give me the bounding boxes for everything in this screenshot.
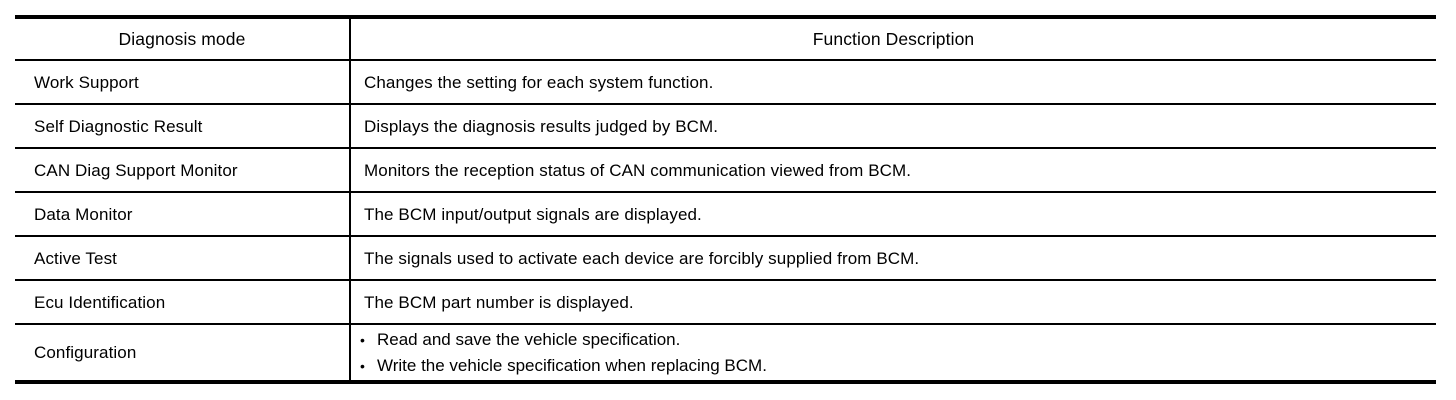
cell-mode: CAN Diag Support Monitor bbox=[15, 149, 351, 191]
cell-description: Monitors the reception status of CAN com… bbox=[364, 160, 912, 180]
bullet-line: • Write the vehicle specification when r… bbox=[360, 353, 1436, 379]
cell-mode: Self Diagnostic Result bbox=[15, 105, 351, 147]
table-row-can-diag-support-monitor: CAN Diag Support Monitor Monitors the re… bbox=[15, 149, 1436, 193]
cell-mode: Work Support bbox=[15, 61, 351, 103]
table-row-configuration: Configuration • Read and save the vehicl… bbox=[15, 325, 1436, 380]
cell-mode: Ecu Identification bbox=[15, 281, 351, 323]
table-row-active-test: Active Test The signals used to activate… bbox=[15, 237, 1436, 281]
cell-description: Displays the diagnosis results judged by… bbox=[364, 116, 719, 136]
table-row-ecu-identification: Ecu Identification The BCM part number i… bbox=[15, 281, 1436, 325]
bullet-text: Write the vehicle specification when rep… bbox=[377, 355, 767, 375]
bullet-line: • Read and save the vehicle specificatio… bbox=[360, 327, 1436, 353]
table-row-data-monitor: Data Monitor The BCM input/output signal… bbox=[15, 193, 1436, 237]
diagnosis-mode-table: Diagnosis mode Function Description Work… bbox=[15, 15, 1436, 384]
cell-description: The signals used to activate each device… bbox=[364, 248, 920, 268]
cell-mode: Active Test bbox=[15, 237, 351, 279]
cell-description: The BCM input/output signals are display… bbox=[364, 204, 702, 224]
bullet-icon: • bbox=[360, 357, 365, 374]
cell-mode: Configuration bbox=[15, 325, 351, 380]
cell-description-bullets: • Read and save the vehicle specificatio… bbox=[351, 325, 1436, 380]
table-row-work-support: Work Support Changes the setting for eac… bbox=[15, 61, 1436, 105]
cell-description: Changes the setting for each system func… bbox=[364, 72, 714, 92]
header-function-description: Function Description bbox=[812, 28, 975, 49]
bullet-text: Read and save the vehicle specification. bbox=[377, 329, 681, 349]
header-diagnosis-mode: Diagnosis mode bbox=[15, 19, 351, 59]
bullet-icon: • bbox=[360, 331, 365, 348]
table-row-self-diagnostic-result: Self Diagnostic Result Displays the diag… bbox=[15, 105, 1436, 149]
cell-mode: Data Monitor bbox=[15, 193, 351, 235]
table-header-row: Diagnosis mode Function Description bbox=[15, 19, 1436, 61]
cell-description: The BCM part number is displayed. bbox=[364, 292, 634, 312]
